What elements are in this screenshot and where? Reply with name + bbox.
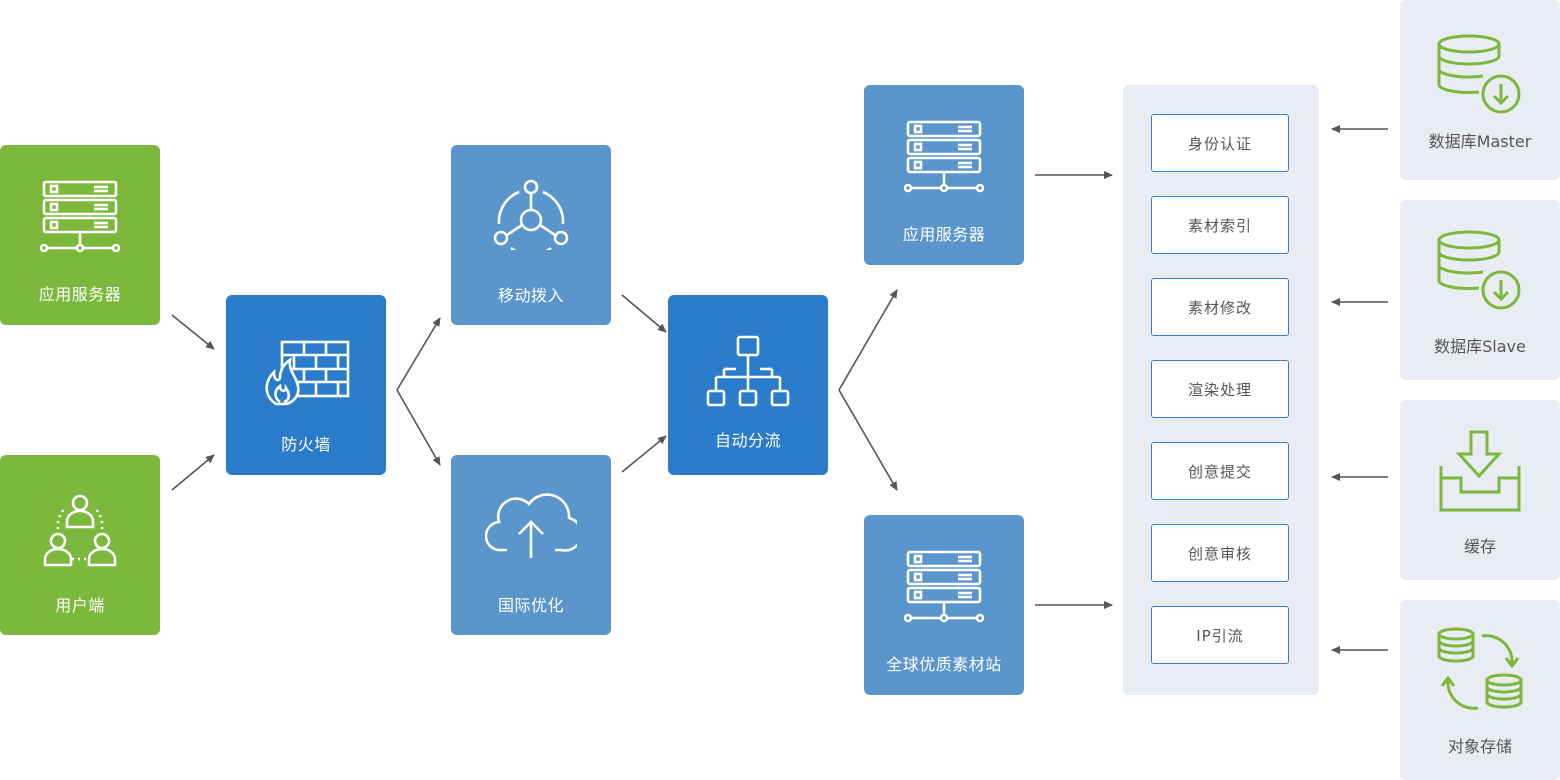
arrow-intl-to-routing	[621, 435, 667, 473]
storage-cache: 缓存	[1400, 400, 1560, 580]
storage-label: 数据库Slave	[1434, 337, 1526, 356]
inbox-download-icon	[1439, 430, 1521, 512]
hierarchy-icon	[706, 335, 790, 407]
arrow-firewall-to-mobile	[396, 317, 441, 391]
node-label: 自动分流	[714, 431, 781, 450]
node-app-server-left: 应用服务器	[0, 145, 160, 325]
service-rendering: 渲染处理	[1151, 360, 1289, 418]
server-icon	[904, 120, 984, 193]
database-download-icon	[1437, 34, 1521, 114]
node-mobile-access: 移动拨入	[451, 145, 611, 325]
arrow-appserver-to-firewall	[171, 314, 215, 350]
database-sync-icon	[1437, 627, 1523, 710]
arrow-mobile-to-routing	[621, 294, 667, 333]
node-firewall: 防火墙	[226, 295, 386, 475]
node-client: 用户端	[0, 455, 160, 635]
arrow-firewall-to-intl	[396, 389, 441, 466]
node-label: 国际优化	[497, 596, 564, 615]
users-icon	[43, 494, 117, 567]
storage-label: 缓存	[1463, 537, 1496, 556]
database-download-icon	[1437, 230, 1521, 310]
service-identity-auth: 身份认证	[1151, 114, 1289, 172]
storage-label: 数据库Master	[1428, 132, 1532, 151]
server-icon	[40, 180, 120, 253]
service-asset-edit: 素材修改	[1151, 278, 1289, 336]
storage-db-master: 数据库Master	[1400, 0, 1560, 180]
node-app-server-right: 应用服务器	[864, 85, 1024, 265]
hub-icon	[493, 179, 569, 250]
node-auto-routing: 自动分流	[668, 295, 828, 475]
node-global-assets: 全球优质素材站	[864, 515, 1024, 695]
firewall-icon	[265, 340, 350, 406]
node-label: 全球优质素材站	[886, 655, 1002, 674]
storage-object: 对象存储	[1400, 600, 1560, 780]
node-label: 应用服务器	[902, 225, 986, 244]
storage-label: 对象存储	[1447, 737, 1512, 756]
cloud-upload-icon	[485, 493, 577, 558]
node-label: 用户端	[55, 596, 105, 615]
server-icon	[904, 550, 984, 623]
arrow-routing-to-assets	[838, 389, 898, 491]
node-label: 防火墙	[281, 435, 331, 454]
arrow-client-to-firewall	[171, 454, 215, 491]
storage-db-slave: 数据库Slave	[1400, 200, 1560, 380]
node-label: 应用服务器	[38, 285, 122, 304]
service-ip-traffic: IP引流	[1151, 606, 1289, 664]
node-intl-optimization: 国际优化	[451, 455, 611, 635]
arrow-routing-to-appserver	[838, 289, 898, 391]
service-creative-submit: 创意提交	[1151, 442, 1289, 500]
service-asset-index: 素材索引	[1151, 196, 1289, 254]
node-label: 移动拨入	[497, 286, 564, 305]
services-panel: 身份认证 素材索引 素材修改 渲染处理 创意提交 创意审核 IP引流	[1123, 85, 1319, 695]
service-creative-review: 创意审核	[1151, 524, 1289, 582]
